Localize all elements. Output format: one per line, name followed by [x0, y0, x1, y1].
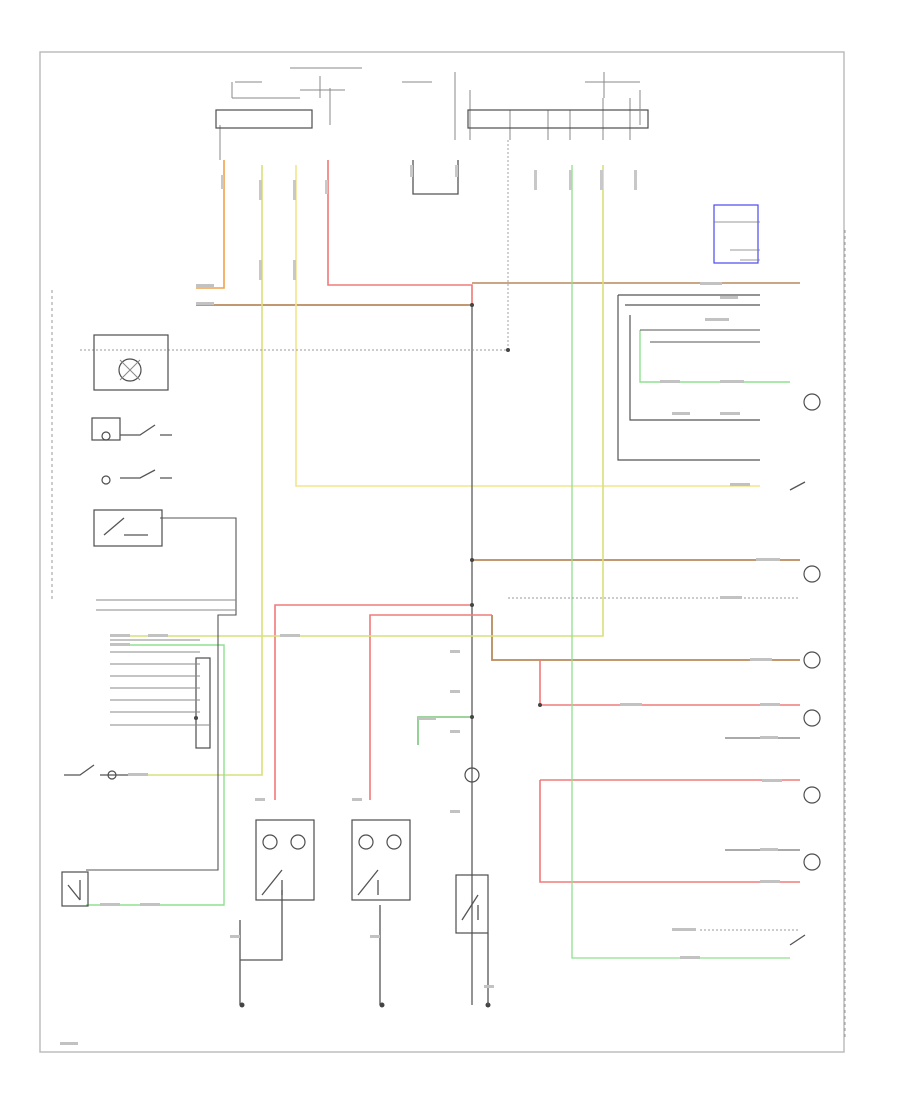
green-wire-center [417, 716, 472, 745]
diagram-frame [39, 51, 845, 1053]
yellow-green-wire-cross [130, 165, 604, 637]
gray-wire-bottom [239, 890, 381, 1005]
gray-wire-right [640, 329, 800, 851]
gray-bus-right [617, 294, 760, 461]
red-wire-mid [274, 604, 472, 800]
switch-module-3 [455, 874, 489, 934]
green-wire-right-low [571, 165, 790, 959]
door-ajar-switch-left [64, 764, 130, 780]
wire-label-marks [60, 282, 782, 1045]
gray-wire-left-conn [86, 517, 237, 871]
courtesy-light-switch [93, 509, 163, 547]
left-connector-panel [96, 599, 236, 749]
red-wire-mid-2 [369, 614, 492, 800]
red-wire-right-2 [539, 779, 800, 883]
lamp-module-2 [351, 819, 411, 901]
brown-wire-right-2 [491, 615, 800, 661]
gray-dash-right [508, 597, 800, 931]
right-lamps [789, 393, 821, 946]
yellow-wire-mid [295, 165, 760, 487]
green-wire-top-right [639, 330, 790, 383]
center-lamp [464, 767, 480, 783]
vertical-label-marks [221, 165, 637, 280]
red-wire-right [539, 660, 800, 706]
ground-symbols [239, 933, 491, 1008]
gray-wire-dash [80, 140, 509, 351]
top-fuse-block [215, 67, 649, 195]
junction-dots [194, 303, 542, 720]
orange-wire [196, 160, 225, 289]
left-bottom-module [61, 871, 89, 907]
courtesy-lamp [93, 334, 169, 391]
red-wire-top [327, 160, 473, 305]
top-right-connector [467, 109, 649, 129]
fuse-relay-box [713, 204, 760, 264]
yellow-green-wire-left [130, 165, 263, 776]
lamp-module-1 [255, 819, 315, 901]
top-left-connector [215, 109, 313, 129]
front-door-switch-left [91, 417, 172, 485]
